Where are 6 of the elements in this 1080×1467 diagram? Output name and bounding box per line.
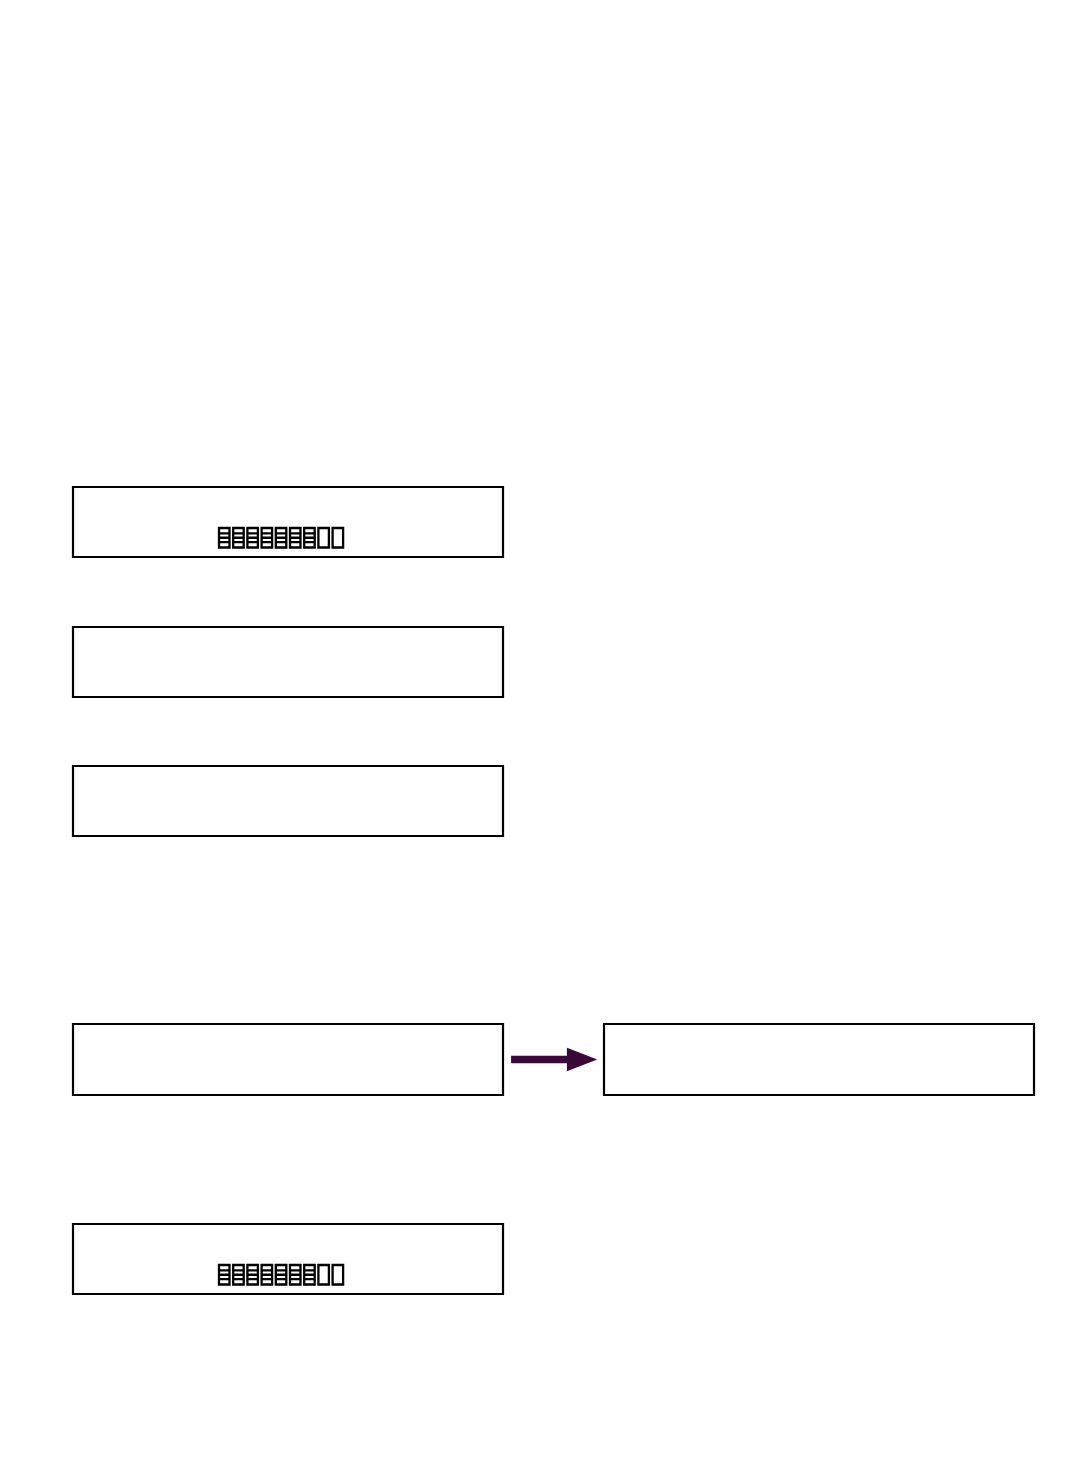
rectangle-box	[71, 625, 505, 699]
rectangle-box	[71, 764, 505, 838]
rectangle-box	[71, 1022, 505, 1097]
rectangle-box	[71, 485, 505, 559]
rectangle-box	[602, 1022, 1036, 1097]
rectangle-box	[71, 1222, 505, 1296]
